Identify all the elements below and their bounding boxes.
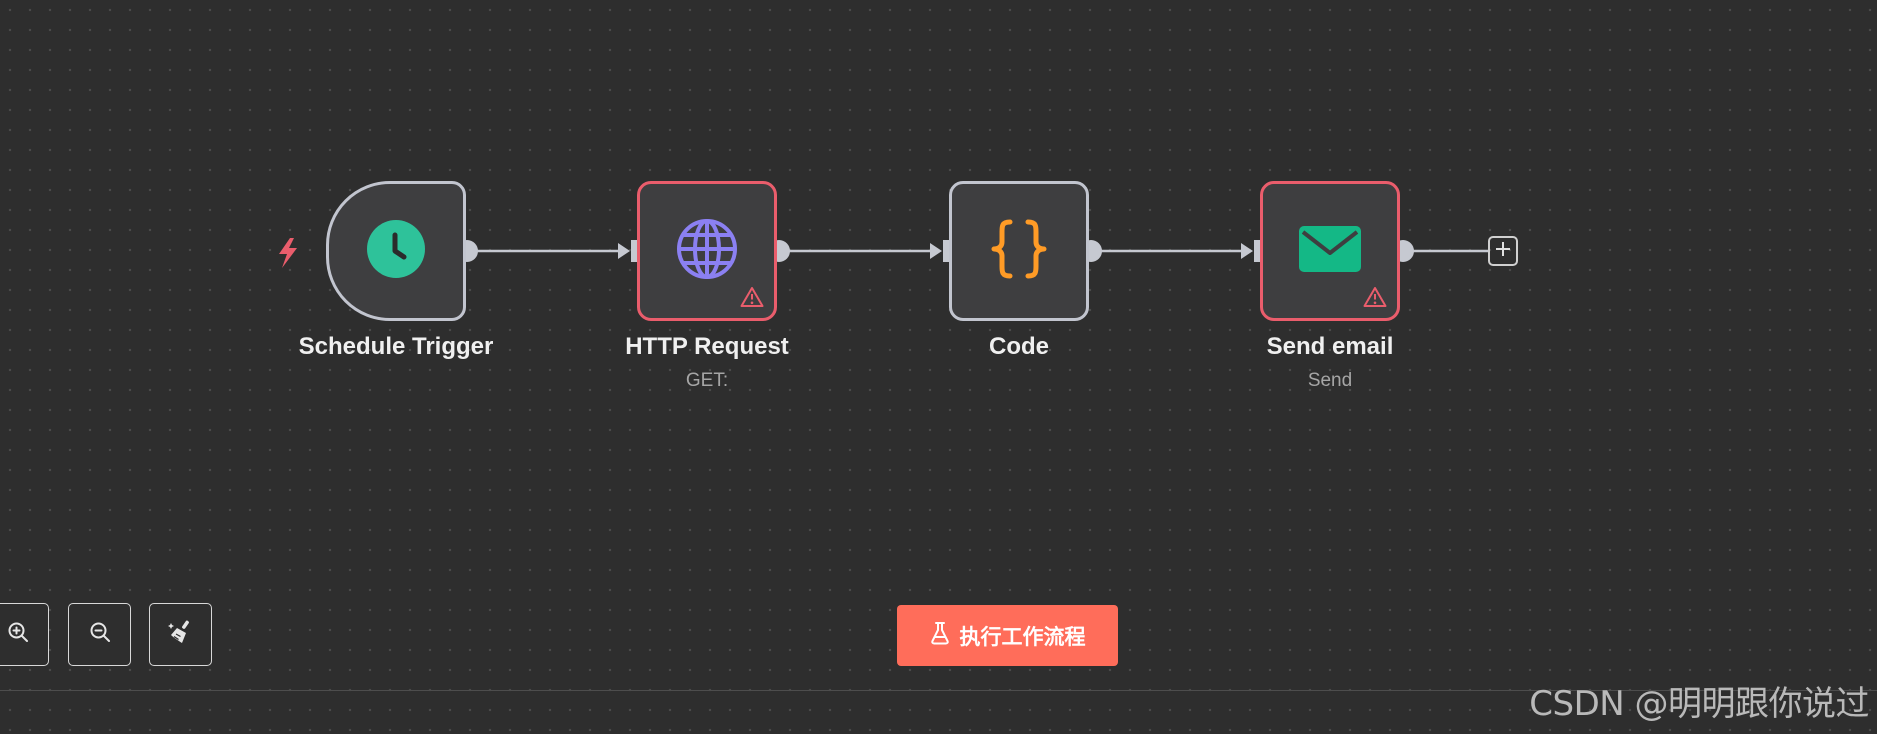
- node-send-email[interactable]: [1260, 181, 1400, 321]
- warning-icon[interactable]: [1363, 286, 1387, 308]
- node-code[interactable]: [949, 181, 1089, 321]
- node-http-request[interactable]: [637, 181, 777, 321]
- zoom-in-button[interactable]: [0, 603, 49, 666]
- broom-icon: [167, 619, 194, 650]
- footer-divider: [0, 690, 1877, 691]
- execute-workflow-button[interactable]: 执行工作流程: [897, 605, 1118, 666]
- warning-icon[interactable]: [740, 286, 764, 308]
- code-braces-icon: [988, 218, 1050, 285]
- node-subtitle-http-request: GET:: [685, 370, 729, 391]
- node-label-send-email: Send email: [1266, 333, 1394, 360]
- globe-icon: [676, 218, 738, 285]
- node-label-http-request: HTTP Request: [625, 333, 789, 360]
- zoom-out-button[interactable]: [68, 603, 131, 666]
- plus-icon: [1495, 241, 1511, 262]
- envelope-icon: [1299, 225, 1361, 277]
- connection-code-to-email[interactable]: [1091, 243, 1253, 259]
- trigger-bolt-icon: [279, 238, 297, 268]
- zoom-in-icon: [7, 621, 29, 648]
- connection-schedule-to-http[interactable]: [467, 243, 630, 259]
- connection-http-to-code[interactable]: [779, 243, 942, 259]
- node-label-schedule-trigger: Schedule Trigger: [298, 333, 494, 360]
- tidy-up-button[interactable]: [149, 603, 212, 666]
- flask-icon: [930, 621, 950, 650]
- execute-workflow-label: 执行工作流程: [959, 624, 1086, 649]
- node-label-code: Code: [989, 333, 1049, 360]
- add-node-button[interactable]: [1488, 236, 1518, 266]
- node-subtitle-send-email: Send: [1307, 370, 1353, 391]
- node-schedule-trigger[interactable]: [326, 181, 466, 321]
- clock-icon: [367, 219, 425, 283]
- watermark-text: CSDN @明明跟你说过: [1529, 684, 1869, 724]
- zoom-out-icon: [89, 621, 111, 648]
